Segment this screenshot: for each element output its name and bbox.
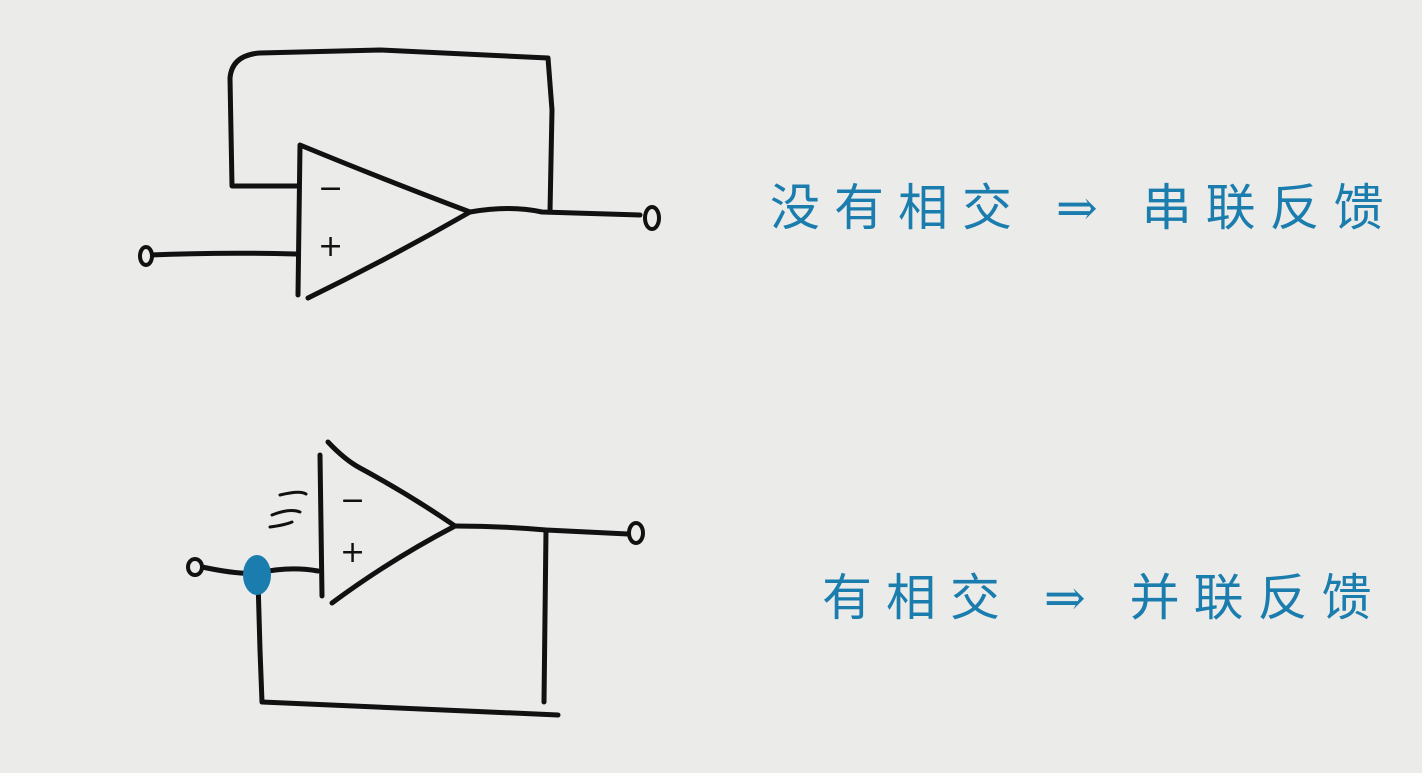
circuit-parallel-feedback: − + <box>186 439 645 718</box>
opamp-1-minus-sign: − <box>318 171 343 206</box>
opamp-1-output-wire <box>467 206 643 218</box>
opamp-1-input-wire <box>147 250 299 258</box>
opamp-2-output-wire <box>452 523 631 537</box>
opamp-2-triangle <box>317 439 458 606</box>
opamp-1-feedback-wire <box>227 47 555 215</box>
opamp-2-input-terminal <box>186 557 204 577</box>
opamp-2-plus-sign: + <box>340 535 365 570</box>
opamp-2-scribble <box>268 490 308 529</box>
opamp-1-output-terminal <box>643 205 661 231</box>
parallel-feedback-note: 有相交 ⇒ 并联反馈 <box>822 569 1386 627</box>
opamp-1-plus-sign: + <box>318 229 343 264</box>
opamp-1-input-terminal <box>138 245 154 267</box>
opamp-2-feedback-wire <box>255 527 561 718</box>
circuit-series-feedback: − + <box>138 47 661 301</box>
series-feedback-note: 没有相交 ⇒ 串联反馈 <box>770 179 1398 237</box>
opamp-2-output-terminal <box>627 521 645 545</box>
opamp-2-minus-sign: − <box>340 483 365 518</box>
opamp-1-triangle <box>295 142 473 301</box>
opamp-2-junction-node <box>243 555 271 595</box>
